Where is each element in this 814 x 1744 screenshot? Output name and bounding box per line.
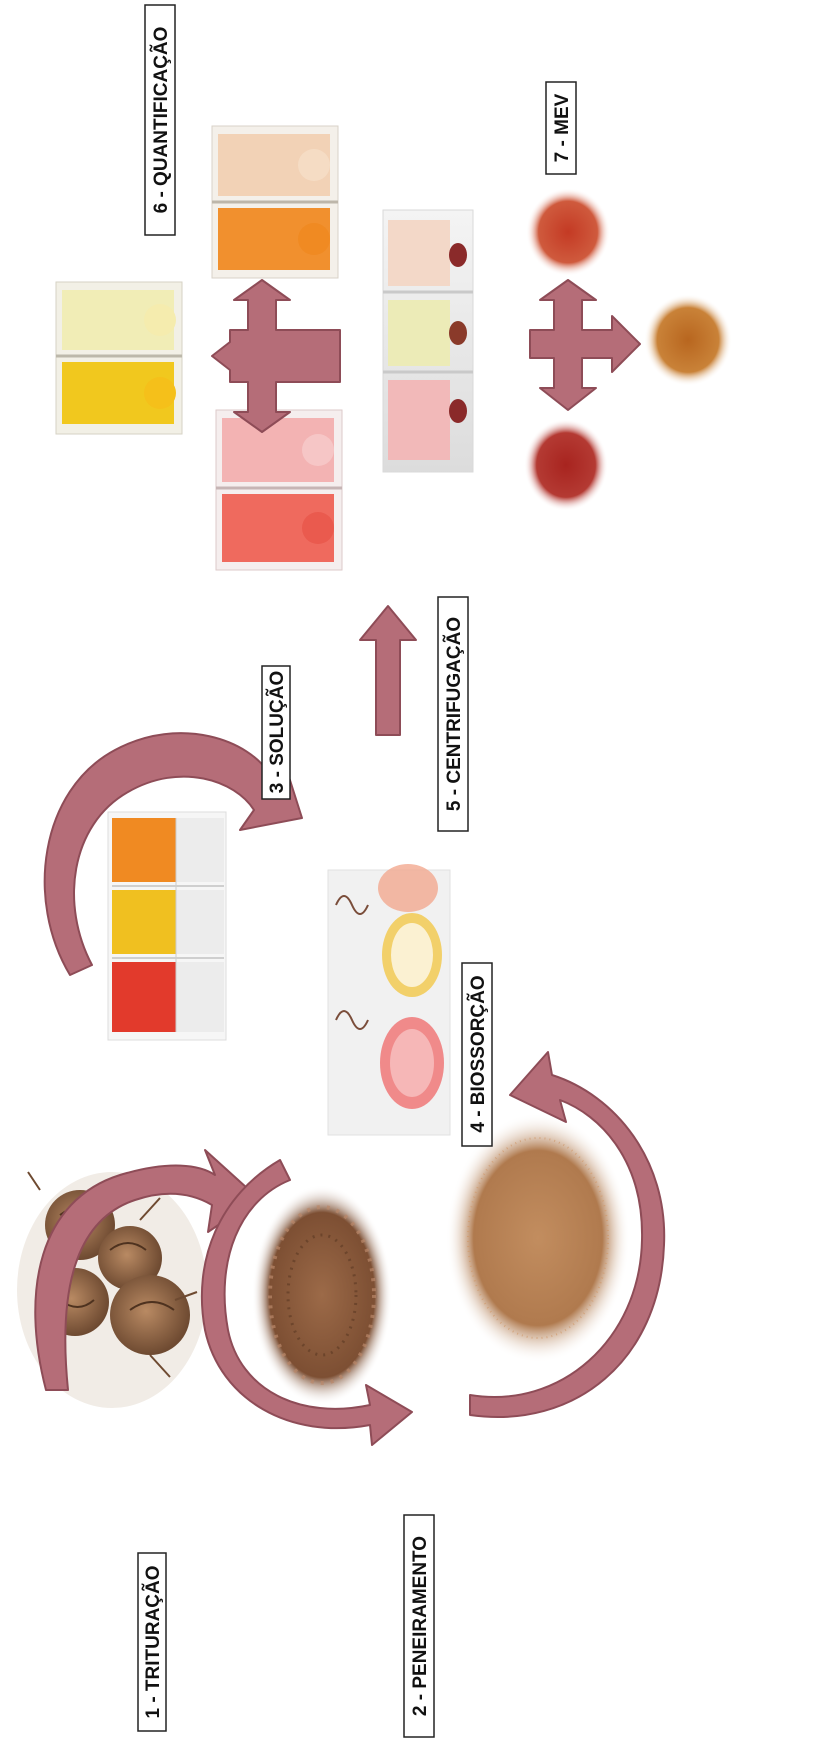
step-label-7-text: 7 - MEV xyxy=(552,93,573,162)
step-label-4: 4 - BIOSSORÇÃO xyxy=(462,963,492,1146)
step-label-4-text: 4 - BIOSSORÇÃO xyxy=(467,975,489,1132)
step-label-3-text: 3 - SOLUÇÃO xyxy=(266,671,288,793)
step-label-3: 3 - SOLUÇÃO xyxy=(262,666,290,799)
centrifuged-tubes-photo xyxy=(383,210,473,472)
step-label-1: 1 - TRITURAÇÃO xyxy=(138,1553,166,1731)
quantification-orange-tubes-photo xyxy=(212,126,338,278)
step-label-5-text: 5 - CENTRIFUGAÇÃO xyxy=(443,617,465,811)
cross-arrow-icon xyxy=(530,280,640,410)
step-label-7: 7 - MEV xyxy=(546,82,576,174)
cross-arrow-icon xyxy=(212,280,340,432)
crushed-biomass-photo xyxy=(252,1185,392,1405)
biosorption-beakers-photo xyxy=(328,864,450,1135)
mev-sample-darkred-photo xyxy=(524,419,608,511)
step-label-2-text: 2 - PENEIRAMENTO xyxy=(410,1536,431,1716)
mev-sample-orange-photo xyxy=(644,294,732,386)
step-label-2: 2 - PENEIRAMENTO xyxy=(404,1515,434,1737)
step-label-6: 6 - QUANTIFICAÇÃO xyxy=(145,5,175,235)
dye-solutions-photo xyxy=(108,812,226,1040)
step-label-5: 5 - CENTRIFUGAÇÃO xyxy=(438,597,468,831)
step-label-6-text: 6 - QUANTIFICAÇÃO xyxy=(150,27,172,214)
sieved-powder-photo xyxy=(446,1113,630,1363)
step-label-1-text: 1 - TRITURAÇÃO xyxy=(142,1565,164,1718)
up-arrow-icon xyxy=(360,606,416,735)
mev-sample-red-photo xyxy=(526,188,610,276)
quantification-red-tubes-photo xyxy=(216,410,342,570)
quantification-yellow-tubes-photo xyxy=(56,282,182,434)
